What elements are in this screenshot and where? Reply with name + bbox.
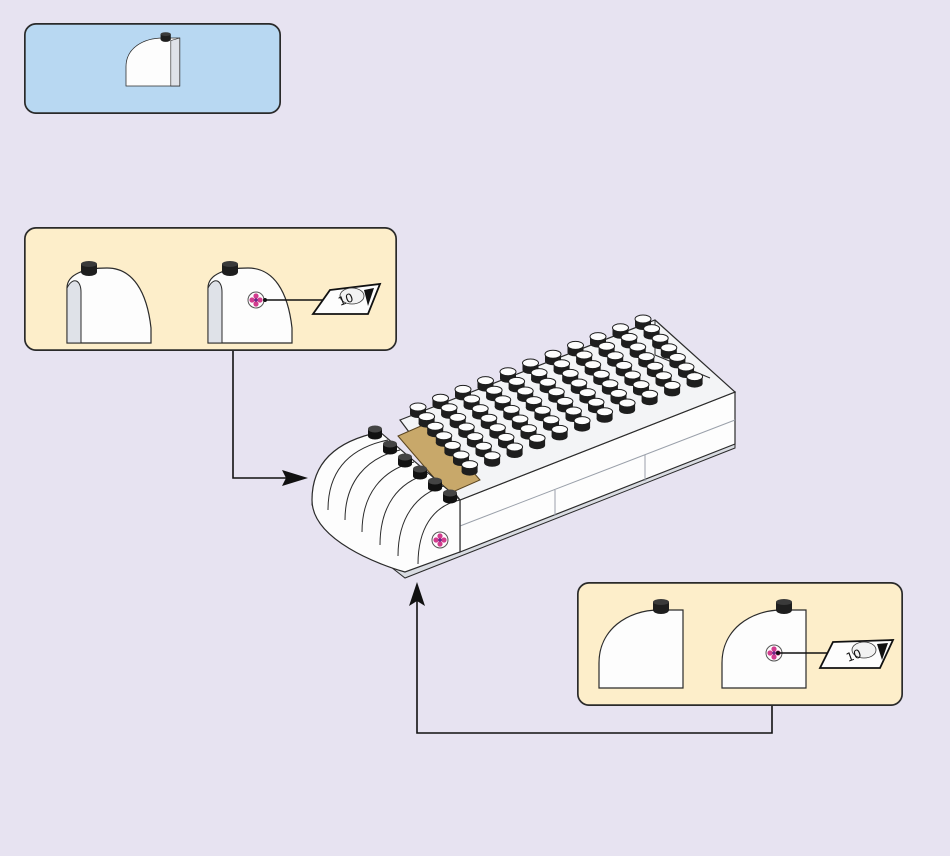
top-stud [552,425,568,440]
top-stud [484,452,500,467]
top-stud [574,417,590,432]
top-stud [642,390,658,405]
top-stud [507,443,523,458]
sticker-callout-right: 10 [820,640,893,668]
top-stud [529,434,545,449]
top-stud [462,461,478,476]
arrow-left-to-model [233,351,308,486]
top-stud [597,408,613,423]
top-stud [687,373,703,388]
main-model [312,315,735,578]
top-stud [664,381,680,396]
top-stud [619,399,635,414]
